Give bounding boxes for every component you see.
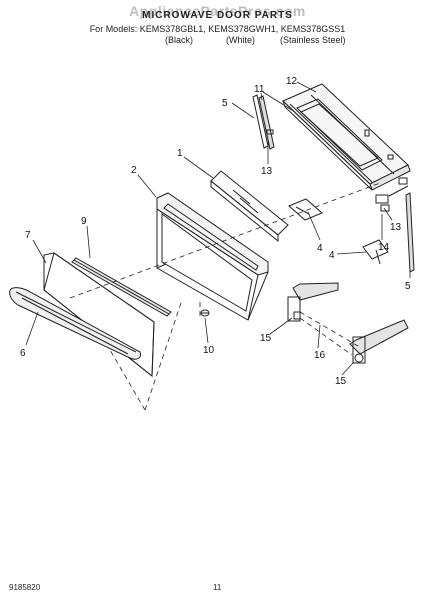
callout-13-right: 13 xyxy=(390,222,402,233)
document-number: 9185820 xyxy=(9,583,41,592)
door-handle xyxy=(9,287,141,360)
leader-15-lower xyxy=(341,361,355,376)
leader-13-right xyxy=(383,207,393,221)
door-inner-frame xyxy=(156,192,269,321)
assembly-line-lower-mid xyxy=(109,349,146,411)
hinge-arm-lower xyxy=(349,319,409,364)
door-trim-strip xyxy=(71,257,172,317)
leader-12 xyxy=(296,81,317,93)
leader-4-upper xyxy=(307,211,321,241)
leader-11-a xyxy=(260,92,263,101)
callout-4-lower: 4 xyxy=(329,250,335,261)
callout-14: 14 xyxy=(378,242,390,253)
door-clip xyxy=(200,309,210,317)
callout-4-upper: 4 xyxy=(317,243,323,254)
callout-15-lower: 15 xyxy=(335,376,347,387)
leader-9 xyxy=(86,225,91,259)
hinge-arm-upper xyxy=(287,282,339,322)
leader-7 xyxy=(32,239,47,264)
callout-10: 10 xyxy=(203,345,215,356)
finish-white: (White) xyxy=(226,35,255,45)
callout-13-left: 13 xyxy=(261,166,273,177)
page-number: 11 xyxy=(213,583,222,592)
leader-1 xyxy=(183,156,214,179)
callout-11: 11 xyxy=(254,84,265,95)
vertical-trim-strip-right xyxy=(405,192,415,273)
callout-5-lower: 5 xyxy=(405,281,411,292)
assembly-line-main xyxy=(69,182,381,299)
assembly-line-hinge-2 xyxy=(299,317,353,356)
door-frame-assembly xyxy=(282,83,411,191)
finish-black: (Black) xyxy=(165,35,194,45)
watermark-text: AppliancePartsPros.com xyxy=(129,3,306,19)
callout-16: 16 xyxy=(314,350,326,361)
leader-11-b xyxy=(262,91,296,113)
models-line: For Models: KEMS378GBL1, KEMS378GWH1, KE… xyxy=(89,24,346,34)
callout-1: 1 xyxy=(177,148,183,159)
leader-2 xyxy=(137,174,157,198)
assembly-line-hinge xyxy=(299,311,359,347)
leader-16 xyxy=(317,324,321,349)
callout-15-upper: 15 xyxy=(260,333,272,344)
hinge-bracket-lower xyxy=(362,239,389,265)
callout-2: 2 xyxy=(131,165,137,176)
leader-10 xyxy=(204,317,209,344)
callout-12: 12 xyxy=(286,76,298,87)
leader-5-upper xyxy=(231,102,255,119)
door-glass-panel xyxy=(210,170,289,243)
callout-5-upper: 5 xyxy=(222,98,228,109)
callout-7: 7 xyxy=(25,230,31,241)
leader-4-lower xyxy=(336,251,367,255)
finish-stainless: (Stainless Steel) xyxy=(280,35,346,45)
diagram-title: MICROWAVE DOOR PARTS xyxy=(142,10,293,21)
leader-6 xyxy=(25,311,39,346)
callout-numbers: 1 2 4 4 5 5 6 7 9 10 11 12 13 13 14 15 1… xyxy=(20,76,411,387)
callout-9: 9 xyxy=(81,216,87,227)
callout-6: 6 xyxy=(20,348,26,359)
hinge-bracket-upper xyxy=(288,198,323,221)
latch-assembly xyxy=(375,177,409,212)
assembly-line-lower-left xyxy=(144,299,183,411)
leader-15-upper xyxy=(269,317,293,335)
